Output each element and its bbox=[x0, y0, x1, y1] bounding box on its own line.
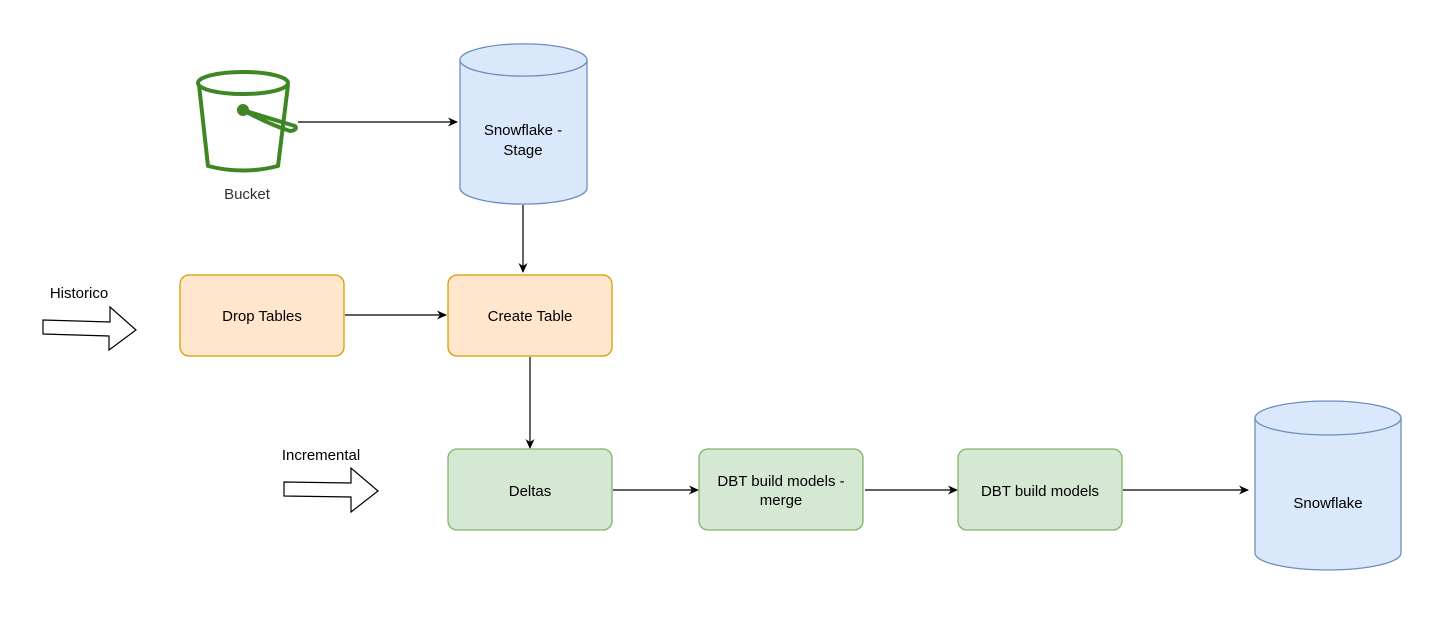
bucket-node[interactable]: Bucket bbox=[196, 70, 298, 203]
incremental-group: Incremental bbox=[282, 447, 379, 514]
dbt-merge-node[interactable]: DBT build models - merge bbox=[698, 448, 864, 531]
snowflake-stage-cylinder bbox=[459, 43, 588, 205]
snowflake-label: Snowflake bbox=[1293, 495, 1362, 512]
incremental-label: Incremental bbox=[282, 447, 360, 464]
snowflake-stage-label-line1: Snowflake - bbox=[484, 122, 562, 139]
create-table-node[interactable]: Create Table bbox=[447, 274, 613, 357]
drop-tables-node[interactable]: Drop Tables bbox=[179, 274, 345, 357]
dbt-merge-label-line2: merge bbox=[760, 492, 803, 509]
dbt-build-box bbox=[957, 448, 1123, 531]
snowflake-cylinder bbox=[1254, 400, 1402, 571]
dbt-build-node[interactable]: DBT build models bbox=[957, 448, 1123, 531]
create-table-label: Create Table bbox=[488, 308, 573, 325]
deltas-box bbox=[447, 448, 613, 531]
bucket-label: Bucket bbox=[224, 186, 271, 203]
edges bbox=[298, 117, 1249, 495]
dbt-build-label: DBT build models bbox=[981, 483, 1099, 500]
deltas-node[interactable]: Deltas bbox=[447, 448, 613, 531]
snowflake-stage-cylinder-top bbox=[459, 59, 588, 77]
drop-tables-label: Drop Tables bbox=[222, 308, 302, 325]
historico-group: Historico bbox=[42, 285, 137, 352]
dbt-merge-label-line1: DBT build models - bbox=[717, 473, 844, 490]
block-arrow-icon bbox=[42, 305, 137, 352]
dbt-merge-box bbox=[698, 448, 864, 531]
snowflake-cylinder-top bbox=[1254, 417, 1402, 436]
deltas-label: Deltas bbox=[509, 483, 552, 500]
drop-tables-box bbox=[179, 274, 345, 357]
snowflake-node[interactable]: Snowflake bbox=[1254, 400, 1402, 571]
snowflake-stage-node[interactable]: Snowflake - Stage bbox=[459, 43, 588, 205]
historico-label: Historico bbox=[50, 285, 108, 302]
snowflake-stage-label-line2: Stage bbox=[503, 142, 542, 159]
create-table-box bbox=[447, 274, 613, 357]
block-arrow-icon bbox=[283, 466, 379, 514]
bucket-icon bbox=[196, 70, 298, 173]
